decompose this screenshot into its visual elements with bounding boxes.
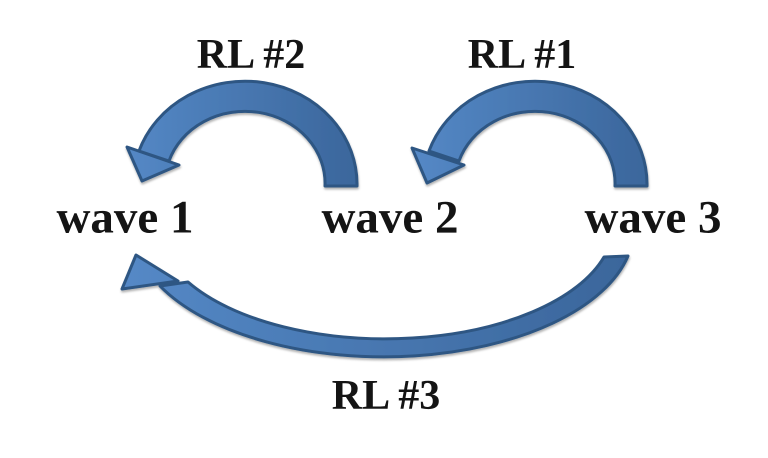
relation-label-rl-1: RL #1	[467, 32, 577, 78]
arrow-rl2	[125, 79, 359, 188]
node-wave-1: wave 1	[56, 191, 194, 244]
arrow-rl1	[410, 79, 649, 188]
arrow-rl2-band	[137, 79, 359, 188]
arrow-rl3	[120, 253, 630, 359]
arrow-rl3-band	[158, 254, 630, 359]
node-wave-3: wave 3	[584, 191, 722, 244]
arrow-rl1-head	[410, 146, 466, 185]
arrow-rl1-band	[427, 79, 649, 188]
relation-label-rl-2: RL #2	[196, 32, 306, 78]
node-wave-2: wave 2	[321, 191, 459, 244]
arrow-rl3-head	[120, 253, 180, 291]
relation-label-rl-3: RL #3	[331, 373, 441, 419]
